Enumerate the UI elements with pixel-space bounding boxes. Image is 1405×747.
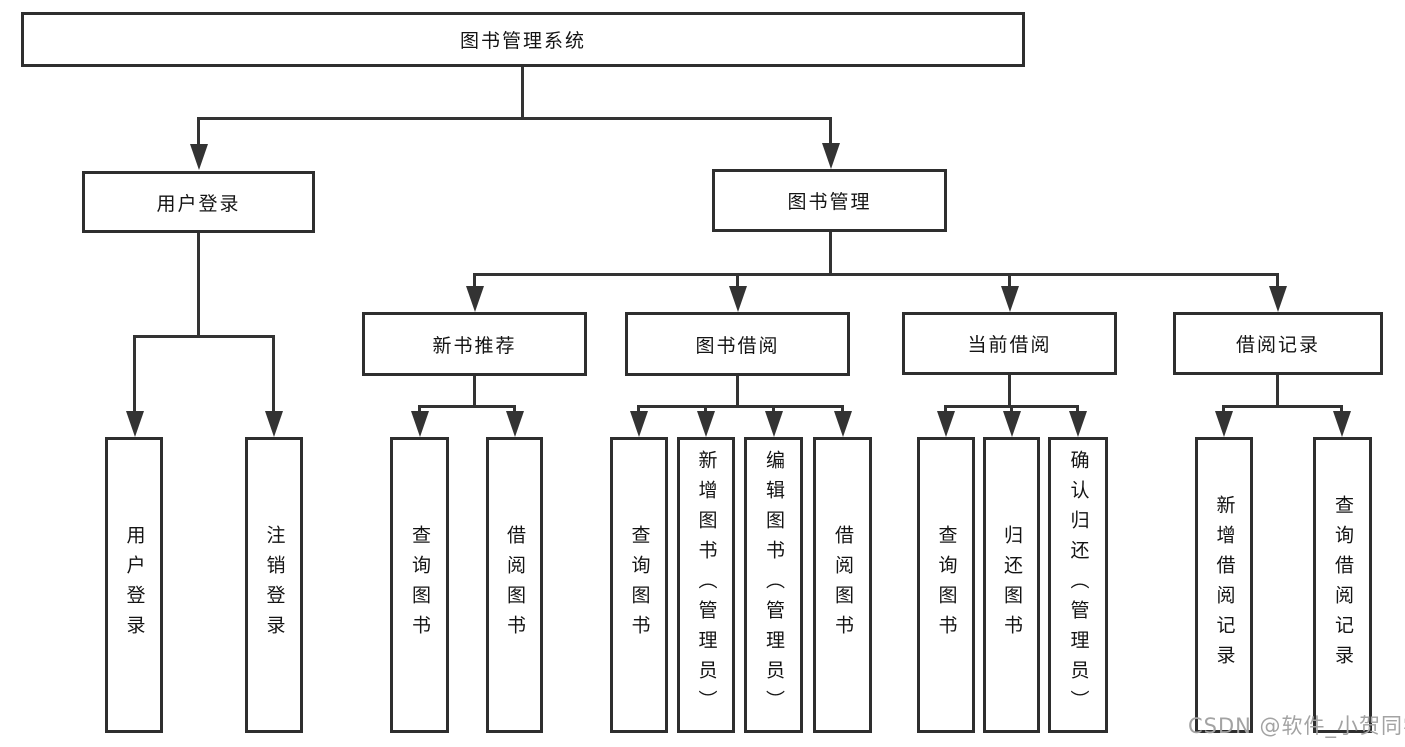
watermark: CSDN @软件_小贺同学: [1188, 714, 1405, 738]
connector-borrow-records-branch: [1222, 405, 1343, 408]
connector-to-leaf-br-query: [1340, 405, 1343, 413]
arrowhead-book-mgmt: [822, 143, 840, 169]
connector-new-book-rec-branch: [418, 405, 516, 408]
connector-to-leaf-bb-borrow: [841, 405, 844, 413]
connector-to-leaf-logout: [272, 335, 275, 412]
connector-to-leaf-cb-query: [944, 405, 947, 413]
connector-user-login-branch: [133, 335, 275, 338]
arrowhead-leaf-br-query: [1333, 411, 1351, 437]
connector-to-leaf-user-login: [133, 335, 136, 412]
connector-to-leaf-bb-add: [704, 405, 707, 413]
connector-book-mgmt-branch: [473, 273, 1279, 276]
connector-to-leaf-bb-edit: [772, 405, 775, 413]
arrowhead-leaf-rec-borrow: [506, 411, 524, 437]
arrowhead-leaf-bb-borrow: [834, 411, 852, 437]
node-new-book-recommend: 新书推荐: [362, 312, 587, 376]
leaf-bb-add-books: 新增图书（管理员）: [677, 437, 735, 733]
leaf-user-login: 用户登录: [105, 437, 163, 733]
leaf-rec-borrow-books: 借阅图书: [486, 437, 543, 733]
arrowhead-leaf-bb-add: [697, 411, 715, 437]
leaf-bb-query-books: 查询图书: [610, 437, 668, 733]
node-book-management: 图书管理: [712, 169, 947, 232]
leaf-bb-edit-books: 编辑图书（管理员）: [744, 437, 803, 733]
leaf-cb-return-books: 归还图书: [983, 437, 1040, 733]
leaf-logout: 注销登录: [245, 437, 303, 733]
arrowhead-book-borrow: [729, 286, 747, 312]
connector-new-book-rec-stem: [473, 376, 476, 405]
leaf-cb-query-books: 查询图书: [917, 437, 975, 733]
connector-book-borrow-branch: [637, 405, 844, 408]
arrowhead-new-book-rec: [466, 286, 484, 312]
connector-book-borrow-stem: [736, 376, 739, 405]
connector-to-leaf-cb-confirm: [1076, 405, 1079, 413]
arrowhead-leaf-bb-edit: [765, 411, 783, 437]
arrowhead-borrow-records: [1269, 286, 1287, 312]
connector-to-leaf-rec-borrow: [513, 405, 516, 413]
connector-user-login-stem: [197, 233, 200, 335]
arrowhead-leaf-bb-query: [630, 411, 648, 437]
node-book-borrow: 图书借阅: [625, 312, 850, 376]
arrowhead-leaf-cb-confirm: [1069, 411, 1087, 437]
connector-to-leaf-cb-return: [1010, 405, 1013, 413]
connector-book-mgmt-stem: [829, 232, 832, 273]
arrowhead-user-login: [190, 144, 208, 170]
leaf-rec-query-books: 查询图书: [390, 437, 449, 733]
connector-to-leaf-rec-query: [418, 405, 421, 413]
leaf-bb-borrow-books: 借阅图书: [813, 437, 872, 733]
connector-to-leaf-br-add: [1222, 405, 1225, 413]
arrowhead-current-borrow: [1001, 286, 1019, 312]
connector-to-borrow-records: [1276, 273, 1279, 288]
node-current-borrow: 当前借阅: [902, 312, 1117, 375]
connector-to-leaf-bb-query: [637, 405, 640, 413]
connector-root-to-user-login: [197, 117, 200, 146]
arrowhead-leaf-cb-query: [937, 411, 955, 437]
connector-to-current-borrow: [1008, 273, 1011, 288]
node-borrow-records: 借阅记录: [1173, 312, 1383, 375]
leaf-cb-confirm-return: 确认归还（管理员）: [1048, 437, 1108, 733]
leaf-br-add-record: 新增借阅记录: [1195, 437, 1253, 733]
arrowhead-leaf-br-add: [1215, 411, 1233, 437]
connector-to-new-book-rec: [473, 273, 476, 288]
leaf-br-query-record: 查询借阅记录: [1313, 437, 1372, 733]
node-root: 图书管理系统: [21, 12, 1025, 67]
node-user-login: 用户登录: [82, 171, 315, 233]
connector-to-book-borrow: [736, 273, 739, 288]
connector-root-stem: [521, 67, 524, 117]
connector-root-to-book-mgmt: [829, 117, 832, 145]
arrowhead-leaf-cb-return: [1003, 411, 1021, 437]
arrowhead-leaf-rec-query: [411, 411, 429, 437]
connector-current-borrow-stem: [1008, 375, 1011, 405]
arrowhead-leaf-user-login: [126, 411, 144, 437]
arrowhead-leaf-logout: [265, 411, 283, 437]
connector-root-branch: [197, 117, 832, 120]
connector-borrow-records-stem: [1276, 375, 1279, 405]
